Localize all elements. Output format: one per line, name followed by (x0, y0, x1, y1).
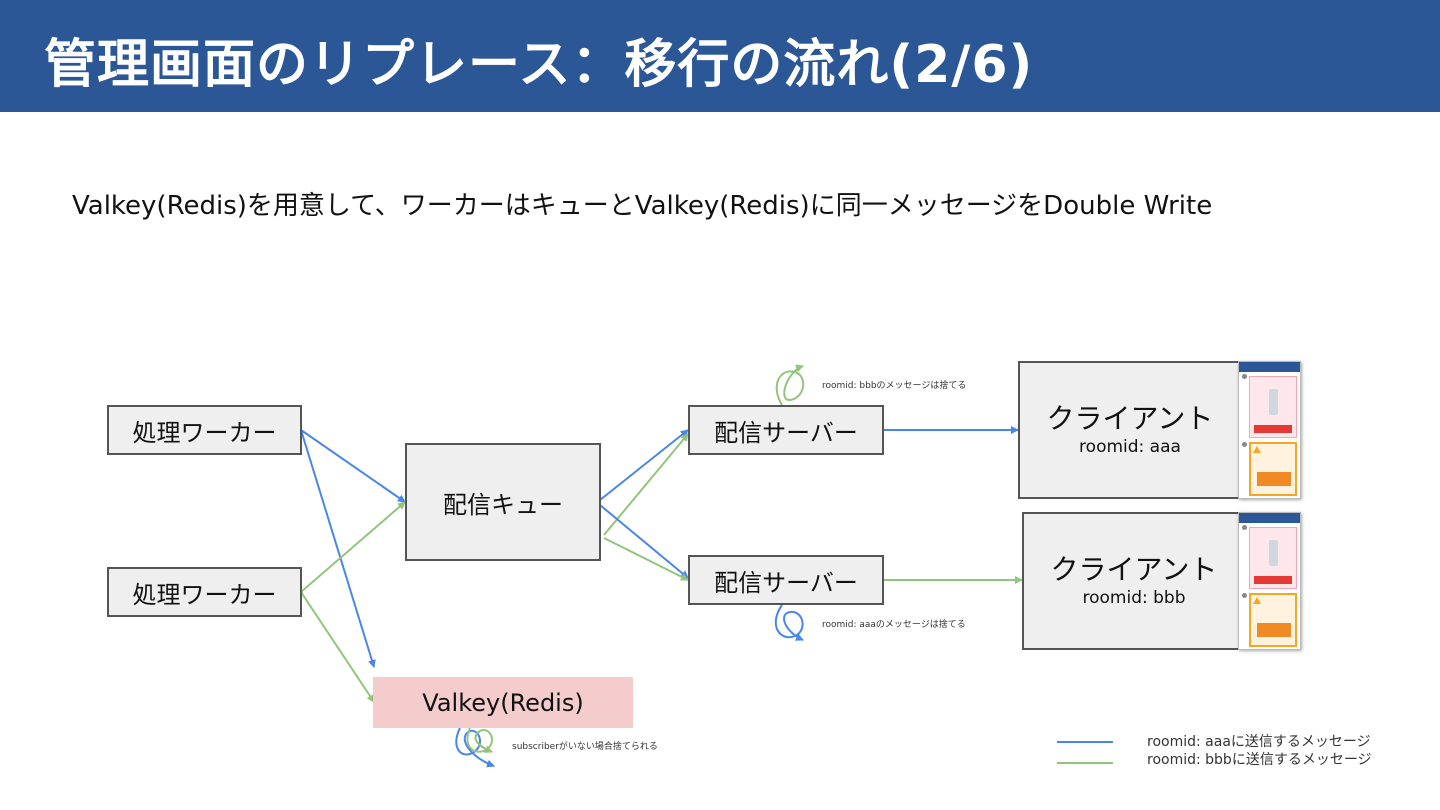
arrow-worker1-to-valkey (300, 429, 376, 668)
server1-discard-note: roomid: bbbのメッセージは捨てる (822, 381, 967, 391)
client-box-2: クライアント roomid: bbb (1022, 512, 1246, 650)
slide-title: 管理画面のリプレース：移行の流れ(2/6) (44, 35, 1034, 95)
arrow-queue-to-server1-green (603, 433, 689, 536)
queue-label: 配信キュー (443, 490, 563, 519)
slide-header: 管理画面のリプレース：移行の流れ(2/6) (0, 0, 1440, 112)
warning-icon (1253, 446, 1261, 453)
arrow-worker1-to-queue (300, 429, 406, 503)
server-label: 配信サーバー (714, 568, 858, 597)
delivery-queue-box: 配信キュー (405, 443, 601, 561)
discard-loop-server1 (775, 364, 805, 406)
thumbnail-header-bar (1239, 513, 1300, 523)
arrow-queue-to-server2-blue (599, 504, 689, 579)
valkey-discard-note: subscriberがいない場合捨てられる (512, 742, 658, 752)
client-room: roomid: aaa (1079, 437, 1181, 457)
price-tag-icon (1254, 425, 1292, 433)
discard-loop-server2 (775, 604, 804, 641)
arrow-worker2-to-queue (300, 501, 406, 593)
client-box-1: クライアント roomid: aaa (1018, 361, 1242, 499)
worker-box-2: 処理ワーカー (107, 567, 302, 617)
product-bottle-icon (1269, 389, 1278, 415)
worker-label: 処理ワーカー (132, 580, 277, 609)
client-room: roomid: bbb (1082, 588, 1186, 608)
server-label: 配信サーバー (714, 418, 858, 447)
delivery-server-box-1: 配信サーバー (688, 405, 884, 455)
thumbnail-header-bar (1239, 362, 1300, 372)
product-bottle-icon (1269, 540, 1278, 566)
warning-icon (1253, 597, 1261, 604)
avatar-icon (1242, 593, 1247, 598)
worker-label: 処理ワーカー (132, 418, 277, 447)
server2-discard-note: roomid: aaaのメッセージは捨てる (822, 620, 966, 630)
avatar-icon (1242, 525, 1247, 530)
warning-ad-card (1249, 442, 1297, 496)
avatar-icon (1242, 374, 1247, 379)
legend-label-blue: roomid: aaaに送信するメッセージ (1147, 734, 1371, 750)
product-ad-card (1249, 376, 1297, 438)
valkey-label: Valkey(Redis) (422, 688, 584, 717)
arrow-queue-to-server1-blue (599, 429, 689, 501)
client-screenshot-thumbnail (1238, 512, 1301, 650)
warning-text-block (1257, 472, 1291, 486)
legend-label-green: roomid: bbbに送信するメッセージ (1147, 752, 1372, 768)
arrow-worker2-to-valkey (300, 591, 375, 703)
arrow-queue-to-server2-green (603, 537, 689, 581)
avatar-icon (1242, 442, 1247, 447)
valkey-redis-box: Valkey(Redis) (373, 677, 633, 728)
discard-loop-valkey-blue (455, 727, 495, 768)
client-title: クライアント (1050, 553, 1218, 586)
product-ad-card (1249, 527, 1297, 589)
client-screenshot-thumbnail (1238, 361, 1301, 499)
warning-text-block (1257, 623, 1291, 637)
slide-subtitle: Valkey(Redis)を用意して、ワーカーはキューとValkey(Redis… (72, 191, 1213, 221)
discard-loop-valkey-green (466, 727, 494, 753)
price-tag-icon (1254, 576, 1292, 584)
worker-box-1: 処理ワーカー (107, 405, 302, 455)
client-title: クライアント (1046, 402, 1214, 435)
warning-ad-card (1249, 593, 1297, 647)
delivery-server-box-2: 配信サーバー (688, 555, 884, 605)
